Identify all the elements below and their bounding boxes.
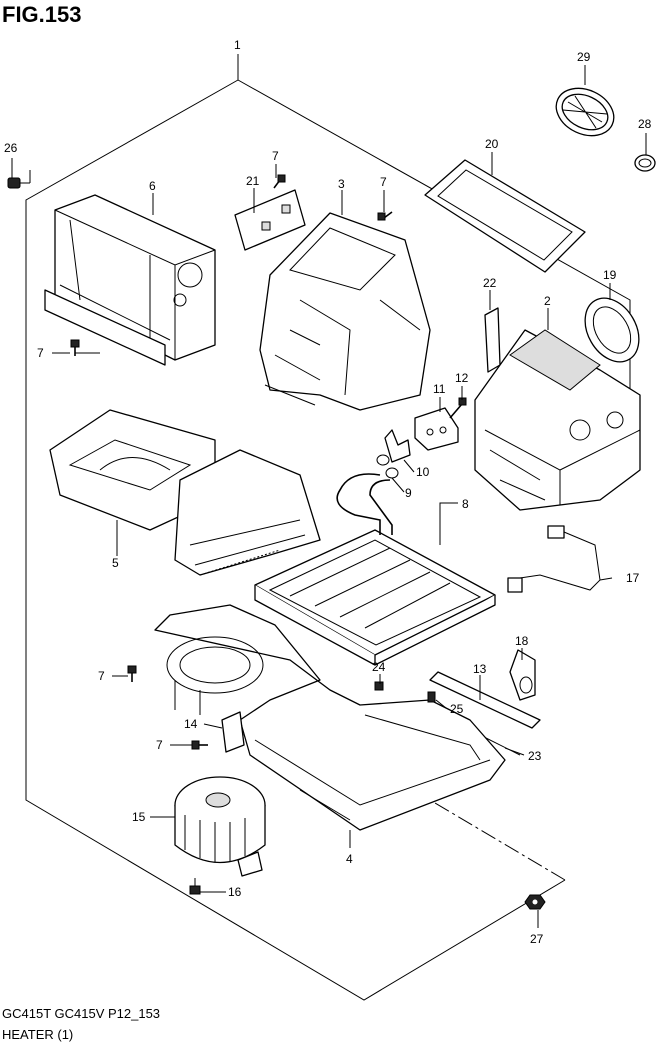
- callout-4: 4: [346, 852, 353, 866]
- part-2-evaporator-case: [474, 329, 641, 511]
- callout-10: 10: [416, 465, 430, 479]
- part-27-nut: [524, 894, 546, 910]
- part-6-intake-housing: [44, 194, 216, 366]
- callout-9: 9: [405, 486, 412, 500]
- callout-7e: 7: [156, 738, 163, 752]
- callout-24: 24: [372, 660, 386, 674]
- part-7-screw-e: [191, 740, 208, 750]
- callout-7d: 7: [98, 669, 105, 683]
- part-8-heater-core: [254, 473, 496, 666]
- callout-7b: 7: [380, 175, 387, 189]
- callout-17: 17: [626, 571, 640, 585]
- callout-23: 23: [528, 749, 542, 763]
- callout-27: 27: [530, 932, 544, 946]
- callout-8: 8: [462, 497, 469, 511]
- part-4-blower-case: [154, 604, 506, 831]
- part-12-bolt: [449, 397, 467, 419]
- part-21-bracket: [234, 189, 306, 251]
- part-16-screw: [189, 878, 201, 895]
- part-26-bolt: [7, 177, 30, 189]
- part-28-grommet: [634, 154, 656, 172]
- callout-20: 20: [485, 137, 499, 151]
- part-7-screw-b: [377, 211, 393, 221]
- part-10-clamp: [384, 429, 411, 463]
- part-5-lower-case: [49, 409, 321, 576]
- part-7-screw-c: [70, 339, 80, 356]
- callout-16: 16: [228, 885, 242, 899]
- part-18-sensor: [509, 649, 536, 701]
- part-29-vent-grille: [555, 87, 615, 137]
- callout-3: 3: [338, 177, 345, 191]
- callout-7a: 7: [272, 149, 279, 163]
- callout-12: 12: [455, 371, 469, 385]
- callout-2: 2: [544, 294, 551, 308]
- leader-lines: [11, 54, 647, 928]
- callout-labels: 1 2 3 4 5 6 7 7 7 7 7 8 9 10 11 12 13 14…: [4, 38, 652, 946]
- callout-28: 28: [638, 117, 652, 131]
- part-7-screw-a: [273, 174, 286, 189]
- callout-13: 13: [473, 662, 487, 676]
- part-13-seal-strip: [429, 671, 541, 729]
- callout-1: 1: [234, 38, 241, 52]
- callout-15: 15: [132, 810, 146, 824]
- callout-5: 5: [112, 556, 119, 570]
- part-3-upper-case: [259, 212, 431, 411]
- figure-title: FIG.153: [2, 2, 82, 27]
- part-24-screw: [374, 681, 384, 691]
- part-11-block: [414, 407, 459, 451]
- diagram-caption: HEATER (1): [2, 1027, 74, 1042]
- part-19-duct-seal: [584, 297, 640, 363]
- callout-6: 6: [149, 179, 156, 193]
- callout-25: 25: [450, 702, 464, 716]
- callout-22: 22: [483, 276, 497, 290]
- callout-7c: 7: [37, 346, 44, 360]
- model-code: GC415T GC415V P12_153: [2, 1006, 161, 1021]
- part-17-harness: [507, 525, 601, 593]
- part-14-resistor: [221, 711, 245, 753]
- callout-21: 21: [246, 174, 260, 188]
- callout-11: 11: [433, 382, 446, 396]
- part-20-filter-frame: [424, 159, 586, 273]
- callout-26: 26: [4, 141, 18, 155]
- part-22-clip: [484, 307, 501, 373]
- part-25-clip: [427, 691, 436, 703]
- part-15-blower-motor: [174, 776, 266, 877]
- part-7-screw-d: [127, 665, 137, 682]
- callout-19: 19: [603, 268, 617, 282]
- callout-14: 14: [184, 717, 198, 731]
- callout-18: 18: [515, 634, 529, 648]
- callout-29: 29: [577, 50, 591, 64]
